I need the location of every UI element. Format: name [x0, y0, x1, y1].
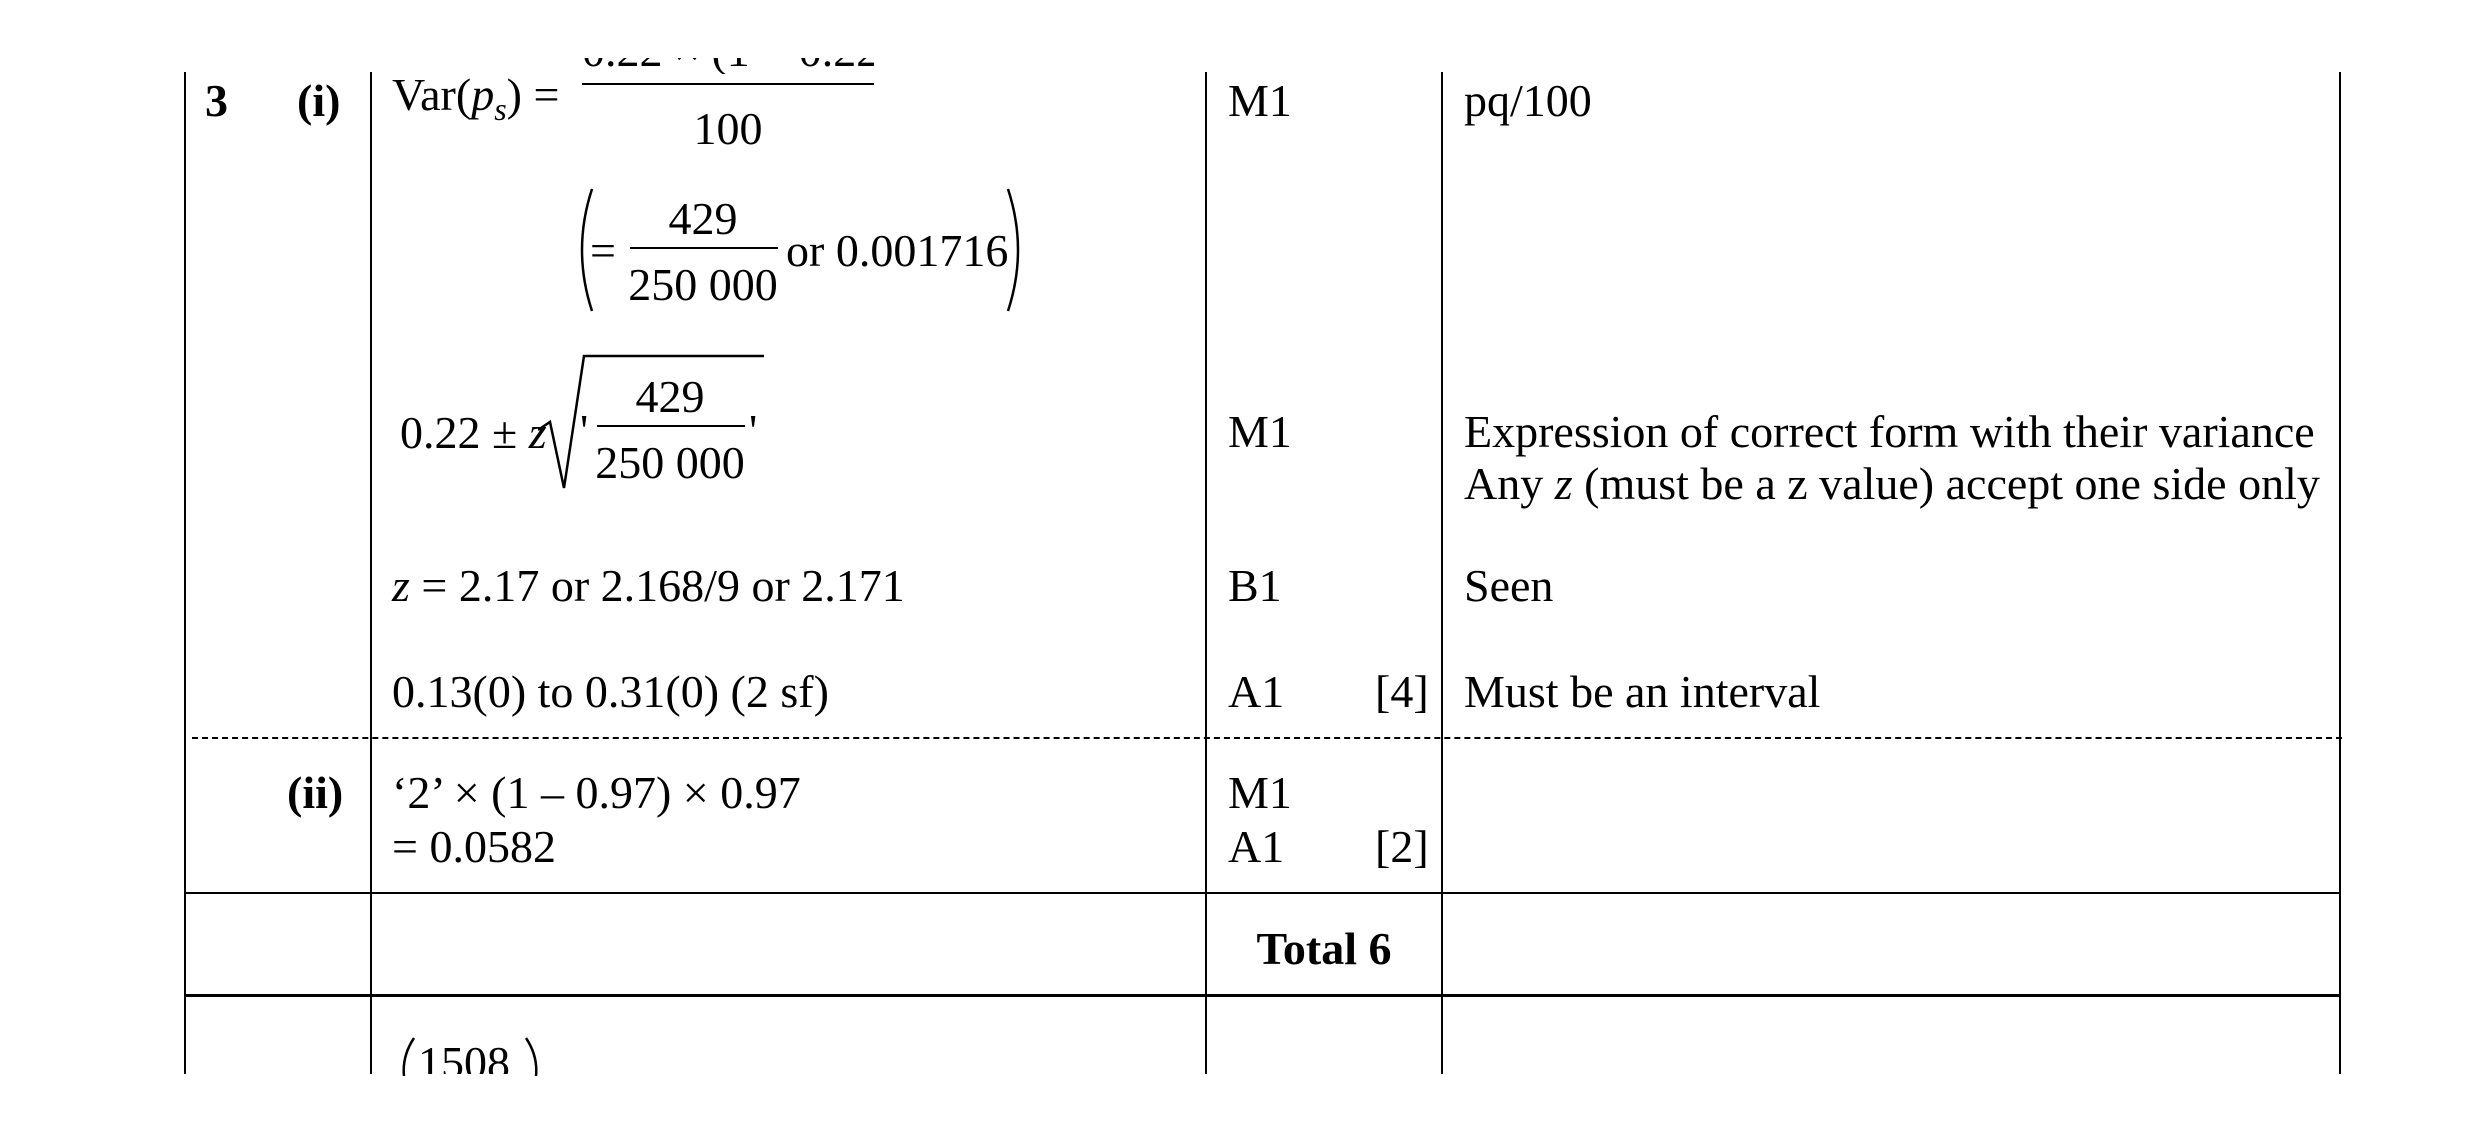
- next-row-partial: 1508: [418, 1037, 510, 1075]
- ci-numerator: 429: [635, 371, 705, 422]
- row-divider-total: [184, 892, 2341, 894]
- paren-numerator: 429: [668, 193, 738, 244]
- mark-total-i: [4]: [1375, 666, 1429, 717]
- table-divider-answer: [370, 72, 372, 1074]
- mark-a1-interval: A1: [1228, 666, 1285, 717]
- ci-z: z: [528, 407, 547, 458]
- table-border-right: [2339, 72, 2341, 1074]
- mark-b1-z: B1: [1228, 560, 1282, 611]
- paren-fraction-bar: [630, 247, 778, 249]
- guidance-interval: Must be an interval: [1464, 666, 1821, 717]
- variance-numerator: 0.22 × (1 − 0.22): [582, 58, 874, 74]
- variance-p: p: [471, 69, 495, 120]
- ci-quote-right: ': [749, 405, 758, 456]
- paren-equals: =: [590, 225, 616, 276]
- variance-label: Var(ps) =: [392, 69, 560, 128]
- paren-denominator: 250 000: [628, 259, 778, 310]
- ci-prefix-text: 0.22 ±: [400, 407, 529, 458]
- total-marks: Total 6: [1256, 923, 1392, 974]
- ci-fraction-bar: [597, 425, 745, 427]
- table-border-left: [184, 72, 186, 1074]
- mark-m1-variance: M1: [1228, 75, 1292, 126]
- next-row-paren-right-icon: [524, 1037, 538, 1076]
- table-divider-guidance: [1441, 72, 1443, 1074]
- variance-denominator: 100: [693, 103, 763, 154]
- guidance-pq: pq/100: [1464, 75, 1592, 126]
- part-label-i: (i): [297, 75, 341, 126]
- paren-or-decimal: or 0.001716: [786, 225, 1009, 276]
- guidance-expression-line2: Any z (must be a z value) accept one sid…: [1464, 461, 2320, 507]
- mark-total-ii: [2]: [1375, 821, 1429, 872]
- guidance-expression-line1: Expression of correct form with their va…: [1464, 406, 2315, 457]
- mark-m1-ii: M1: [1228, 767, 1292, 818]
- table-divider-marks: [1205, 72, 1207, 1074]
- z-value-line: z = 2.17 or 2.168/9 or 2.171: [392, 563, 905, 609]
- part-divider-dashed: [192, 737, 2342, 739]
- question-number: 3: [205, 75, 228, 126]
- part-ii-line1: ‘2’ × (1 – 0.97) × 0.97: [392, 767, 801, 818]
- guidance-z: z: [1554, 458, 1573, 509]
- variance-numerator-clip: 0.22 × (1 − 0.22): [582, 58, 874, 74]
- variance-fraction-bar: [582, 83, 874, 85]
- ci-prefix: 0.22 ± z: [400, 410, 547, 456]
- mark-m1-expression: M1: [1228, 406, 1292, 457]
- row-divider-question-end: [184, 994, 2341, 997]
- guidance-rest: (must be a z value) accept one side only: [1572, 458, 2320, 509]
- variance-sub: s: [494, 91, 507, 128]
- guidance-seen: Seen: [1464, 560, 1554, 611]
- mark-a1-ii: A1: [1228, 821, 1285, 872]
- guidance-any: Any: [1464, 458, 1555, 509]
- z-symbol: z: [392, 560, 410, 611]
- left-paren-icon: [580, 188, 594, 312]
- part-ii-line2: = 0.0582: [392, 821, 556, 872]
- variance-close: ) =: [506, 69, 560, 120]
- interval-answer: 0.13(0) to 0.31(0) (2 sf): [392, 666, 829, 717]
- ci-quote-left: ': [580, 405, 589, 456]
- variance-var: Var(: [392, 69, 472, 120]
- next-row-paren-icon: [402, 1037, 416, 1076]
- next-row-clip: 1508: [414, 1034, 534, 1075]
- z-values: = 2.17 or 2.168/9 or 2.171: [421, 560, 905, 611]
- part-label-ii: (ii): [287, 767, 344, 818]
- square-root-icon: [538, 354, 764, 489]
- ci-denominator: 250 000: [595, 437, 745, 488]
- right-paren-icon: [1006, 188, 1020, 312]
